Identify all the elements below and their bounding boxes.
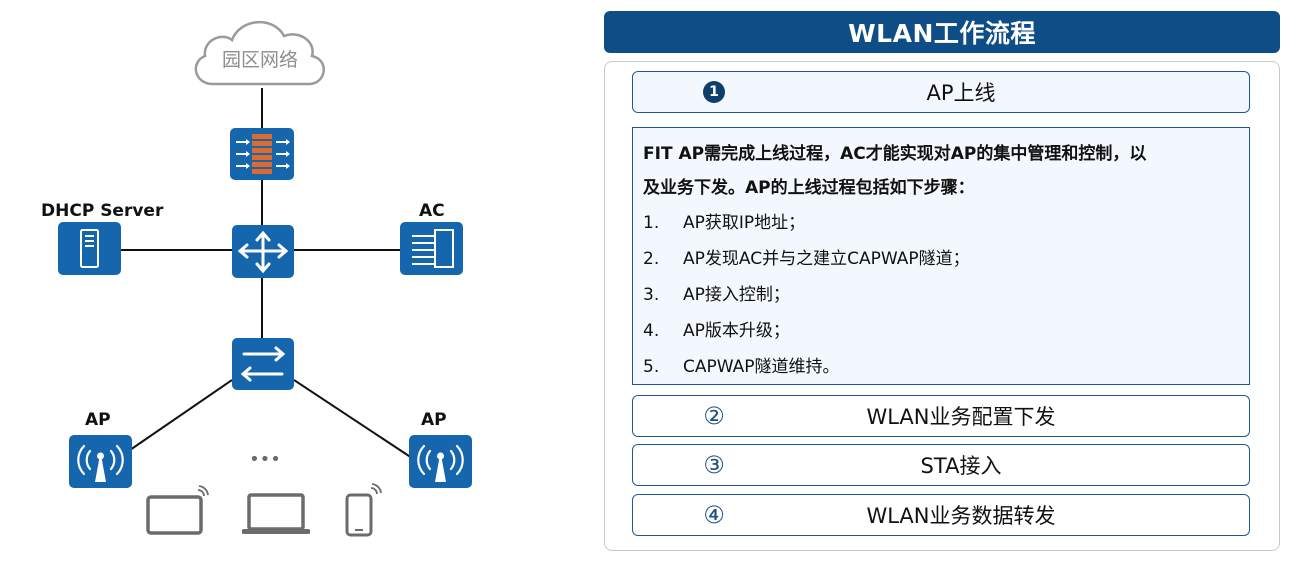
ac-label: AC <box>419 201 445 221</box>
network-links <box>121 88 413 459</box>
step-number-4: ④ <box>703 501 725 529</box>
cloud-label: 园区网络 <box>222 49 298 71</box>
core-switch-icon <box>232 225 294 278</box>
ap-right-label: AP <box>421 410 447 430</box>
tablet-icon <box>146 485 209 535</box>
detail-intro-line2: 及业务下发。AP的上线过程包括如下步骤： <box>643 178 975 198</box>
step-label: WLAN业务数据转发 <box>866 504 1056 528</box>
step-number-2: ② <box>703 402 725 430</box>
step-label: WLAN业务配置下发 <box>866 405 1056 429</box>
laptop-icon <box>242 493 310 534</box>
phone-icon <box>345 483 382 537</box>
ap-left-label: AP <box>85 410 111 430</box>
dhcp-server-icon <box>58 222 121 275</box>
list-item: 4.AP版本升级； <box>643 321 790 341</box>
step-number-1: 1 <box>699 72 729 112</box>
step-label: AP上线 <box>926 81 996 105</box>
list-item: 3.AP接入控制； <box>643 285 790 305</box>
detail-intro-line1: FIT AP需完成上线过程，AC才能实现对AP的集中管理和控制，以 <box>643 144 1147 164</box>
list-item: 1.AP获取IP地址； <box>643 213 806 233</box>
ap-icon <box>409 435 472 488</box>
step-ap-online[interactable]: 1 AP上线 <box>632 71 1250 113</box>
clients-ellipsis: ••• <box>249 449 281 470</box>
link-access-ap-left <box>129 379 233 451</box>
panel-title: WLAN工作流程 <box>604 11 1280 53</box>
step-number-3: ③ <box>703 451 725 479</box>
detail-steps-list: 1.AP获取IP地址； 2.AP发现AC并与之建立CAPWAP隧道； 3.AP接… <box>643 205 970 385</box>
link-access-ap-right <box>293 379 413 459</box>
firewall-icon <box>230 128 294 180</box>
step-label: STA接入 <box>920 454 1002 478</box>
access-switch-icon <box>232 338 294 390</box>
dhcp-server-label: DHCP Server <box>41 201 164 221</box>
step-sta-access[interactable]: ③ STA接入 <box>632 444 1250 486</box>
step-wlan-config[interactable]: ② WLAN业务配置下发 <box>632 395 1250 437</box>
step-detail-box: FIT AP需完成上线过程，AC才能实现对AP的集中管理和控制，以 及业务下发。… <box>632 127 1250 385</box>
ac-controller-icon <box>400 222 463 275</box>
step-data-forwarding[interactable]: ④ WLAN业务数据转发 <box>632 494 1250 536</box>
ap-icon <box>69 435 132 488</box>
cloud-icon: 园区网络 <box>194 20 325 86</box>
network-topology: 园区网络 <box>58 20 472 537</box>
list-item: 2.AP发现AC并与之建立CAPWAP隧道； <box>643 249 970 269</box>
detail-intro: FIT AP需完成上线过程，AC才能实现对AP的集中管理和控制，以 及业务下发。… <box>643 137 1243 205</box>
list-item: 5.CAPWAP隧道维持。 <box>643 357 840 377</box>
